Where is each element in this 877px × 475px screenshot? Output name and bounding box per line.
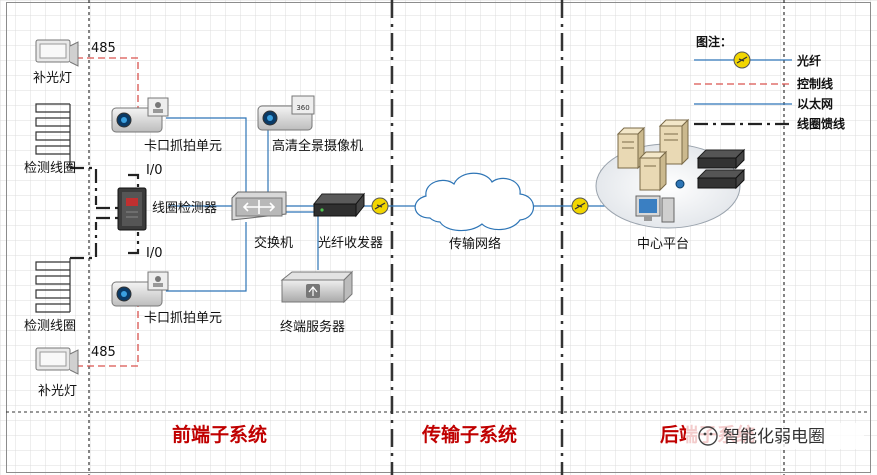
kakou-bottom-label: 卡口抓拍单元 <box>144 311 222 326</box>
rs485-top-label: 485 <box>91 41 116 56</box>
wechat-icon <box>698 426 718 446</box>
coil-feeder-bottom <box>70 222 98 260</box>
panorama-camera-label: 高清全景摄像机 <box>272 138 363 154</box>
checkpoint-camera-bottom[interactable] <box>111 271 169 307</box>
coil-detector-label: 线圈检测器 <box>152 201 217 216</box>
rs485-bottom-label: 485 <box>91 345 116 360</box>
kakou-top-label: 卡口抓拍单元 <box>144 139 222 154</box>
ethernet-lines <box>166 117 605 292</box>
coil-feeder-top <box>70 166 98 205</box>
panorama-camera[interactable]: 360 <box>257 95 315 131</box>
fiber-badge-left <box>371 197 389 215</box>
lamp-bottom-label: 补光灯 <box>38 384 77 399</box>
switch-label: 交换机 <box>254 235 293 251</box>
lamp-top-label: 补光灯 <box>33 71 72 86</box>
fiber-badge-right <box>571 197 589 215</box>
legend-title: 图注： <box>696 34 732 49</box>
legend-fiber-label: 光纤 <box>796 53 821 68</box>
watermark: 智能化弱电圈 <box>686 423 864 449</box>
eth-kakou-top <box>166 117 247 196</box>
coil-top-label: 检测线圈 <box>24 161 76 176</box>
checkpoint-camera-top[interactable] <box>111 97 169 133</box>
center-storage <box>696 148 746 190</box>
fill-lamp-bottom[interactable] <box>35 347 79 375</box>
legend-fiber-badge <box>733 51 751 69</box>
center-platform[interactable] <box>595 118 746 229</box>
terminal-server-label: 终端服务器 <box>280 319 345 335</box>
io-top-label: I/0 <box>146 163 163 178</box>
io-bottom-label: I/0 <box>146 246 163 261</box>
coil-feeder-lines <box>70 166 140 260</box>
fiber-transceiver-device[interactable] <box>312 192 366 218</box>
eth-kakou-bottom <box>166 222 247 292</box>
legend-ethernet-label: 以太网 <box>797 96 833 111</box>
detection-coil-top <box>35 103 71 168</box>
io-line-top <box>128 173 140 188</box>
center-monitor <box>635 195 675 223</box>
network-label: 传输网络 <box>449 236 501 252</box>
coil-bottom-label: 检测线圈 <box>24 319 76 334</box>
detection-coil-bottom <box>35 258 71 313</box>
legend: 图注： 光纤 控制线 以太网 线圈馈线 <box>694 34 845 131</box>
section-front-title: 前端子系统 <box>172 423 267 446</box>
network-switch[interactable] <box>231 191 287 221</box>
center-label: 中心平台 <box>637 237 689 252</box>
legend-coil-label: 线圈馈线 <box>797 116 845 131</box>
fiber-transceiver-label: 光纤收发器 <box>318 235 383 251</box>
center-server-3 <box>638 150 668 192</box>
watermark-text: 智能化弱电圈 <box>723 427 825 447</box>
io-line-bottom <box>128 232 140 255</box>
outer-frame <box>6 2 871 473</box>
legend-control-label: 控制线 <box>797 76 833 91</box>
transmission-cloud <box>414 172 535 232</box>
center-db-icon <box>675 179 685 189</box>
terminal-server-device[interactable] <box>280 270 354 304</box>
fill-lamp-top[interactable] <box>35 39 79 67</box>
section-transmission-title: 传输子系统 <box>421 423 517 446</box>
coil-detector-device[interactable] <box>117 187 147 231</box>
panorama-badge: 360 <box>296 104 309 112</box>
